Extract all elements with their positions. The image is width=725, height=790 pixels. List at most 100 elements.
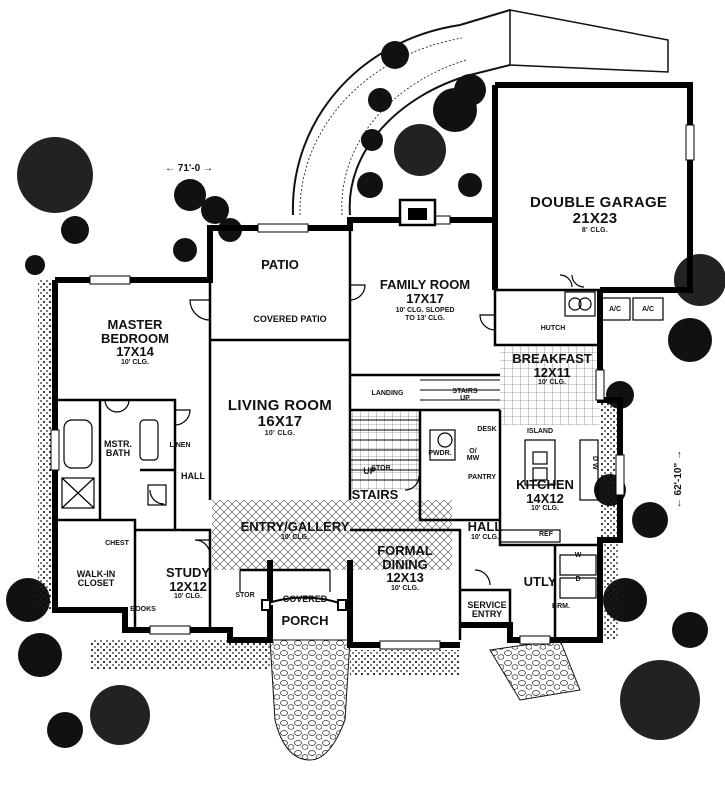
master-bath-name-2: BATH <box>105 448 131 459</box>
family-room-name: FAMILY ROOM <box>379 277 471 292</box>
double-garage-label: DOUBLE GARAGE 21X23 8' CLG. <box>530 194 668 234</box>
linen-label: LINEN <box>169 442 191 449</box>
kitchen-fixtures <box>429 429 599 599</box>
up-label: UP <box>363 466 376 476</box>
stairs-up-name-2: UP <box>460 395 470 403</box>
curved-walkway <box>291 9 511 216</box>
service-entry-name-2: ENTRY <box>471 609 503 620</box>
master-bath-name: MSTR. <box>104 439 132 449</box>
covered-porch-name: COVERED <box>282 594 328 604</box>
living-room-name: LIVING ROOM <box>227 397 333 414</box>
breakfast-ceiling: 10' CLG. <box>537 379 567 387</box>
island-label: ISLAND <box>526 428 554 435</box>
kitchen-name: KITCHEN <box>516 477 574 492</box>
stone-walkway <box>269 639 581 761</box>
living-room-ceiling: 10' CLG. <box>264 429 296 437</box>
interior-walls <box>55 228 600 640</box>
hall-east-ceiling: 10' CLG. <box>470 533 500 541</box>
entry-gallery-name: ENTRY/GALLERY <box>240 519 350 534</box>
hall-west-label: HALL <box>181 471 205 481</box>
entry-gallery-label: ENTRY/GALLERY 10' CLG. <box>225 520 365 541</box>
family-room-size: 17X17 <box>406 290 444 306</box>
fireplace <box>398 198 437 227</box>
storage-stairs-label: STOR. <box>371 465 393 472</box>
garage-equipment <box>564 291 664 321</box>
family-room-ceiling: 10' CLG. SLOPED <box>395 307 455 315</box>
driveway <box>509 9 669 73</box>
storage-study-label: STOR <box>235 592 255 599</box>
covered-porch-name-2: PORCH <box>281 613 329 629</box>
kitchen-label: KITCHEN 14X12 10' CLG. <box>500 478 590 513</box>
powder-label: PWDR. <box>428 450 452 457</box>
dishwasher-label: D W <box>591 456 598 470</box>
service-entry-name: SERVICE <box>467 600 507 610</box>
depth-dimension: ← 62'-10" → <box>673 450 684 509</box>
depth-dimension-value: 62'-10" <box>673 462 684 496</box>
walk-in-closet-name: WALK-IN <box>76 569 116 579</box>
door-swings <box>104 274 585 592</box>
covered-patio-label: COVERED PATIO <box>253 314 327 324</box>
chest-label: CHEST <box>105 540 129 547</box>
master-bath-label: MSTR. BATH <box>98 439 138 459</box>
hall-east-name: HALL <box>467 519 503 534</box>
master-bedroom-name: MASTER <box>107 317 163 332</box>
stair-lines <box>350 379 500 481</box>
oven-microwave-name-2: MW <box>466 455 480 463</box>
refrigerator-label: REF <box>539 531 553 538</box>
ac-unit-1-label: A/C <box>608 306 622 313</box>
patio-label: PATIO <box>261 257 299 272</box>
formal-dining-label: FORMAL DINING 12X13 10' CLG. <box>360 544 450 592</box>
dryer-label: D <box>575 576 581 583</box>
stairs-up-name: STAIRS <box>452 388 478 395</box>
service-entry-label: SERVICE ENTRY <box>462 600 512 620</box>
study-ceiling: 10' CLG. <box>173 593 203 601</box>
breakfast-size: 12X11 <box>533 364 571 380</box>
broom-closet-label: BRM. <box>552 603 570 610</box>
oven-microwave-label: O/ MW <box>463 448 483 463</box>
breakfast-label: BREAKFAST 12X11 10' CLG. <box>502 352 602 387</box>
formal-dining-name-2: DINING <box>382 556 428 572</box>
living-room-size: 16X17 <box>257 412 303 430</box>
study-name: STUDY <box>165 565 211 580</box>
master-bedroom-size: 17X14 <box>116 344 154 360</box>
books-label: BOOKS <box>130 606 156 613</box>
kitchen-size: 14X12 <box>526 490 564 506</box>
family-room-label: FAMILY ROOM 17X17 10' CLG. SLOPED TO 13'… <box>360 278 490 322</box>
gallery-floor-pattern <box>212 500 452 570</box>
master-bedroom-label: MASTER BEDROOM 17X14 10' CLG. <box>85 318 185 366</box>
stairs-up-label: STAIRS UP <box>450 388 480 403</box>
master-bedroom-name-2: BEDROOM <box>101 330 169 346</box>
landing-label: LANDING <box>371 390 404 397</box>
walk-in-closet-name-2: CLOSET <box>77 578 115 589</box>
ac-unit-2-label: A/C <box>641 306 655 313</box>
formal-dining-ceiling: 10' CLG. <box>390 584 420 592</box>
master-bedroom-ceiling: 10' CLG. <box>120 358 150 366</box>
kitchen-ceiling: 10' CLG. <box>530 505 560 513</box>
double-garage-ceiling: 8' CLG. <box>581 226 609 234</box>
study-label: STUDY 12X12 10' CLG. <box>148 566 228 601</box>
oven-microwave-name: O/ <box>469 448 477 455</box>
double-garage-size: 21X23 <box>572 209 618 227</box>
family-room-ceiling-2: TO 13' CLG. <box>405 314 445 322</box>
bath-fixtures <box>61 419 453 509</box>
breakfast-name: BREAKFAST <box>512 351 592 366</box>
living-room-label: LIVING ROOM 16X17 10' CLG. <box>220 398 340 437</box>
hutch-label: HUTCH <box>540 325 566 332</box>
study-size: 12X12 <box>169 578 207 594</box>
width-dimension-value: 71'-0 <box>177 163 201 174</box>
porch-columns <box>261 596 347 611</box>
double-garage-name: DOUBLE GARAGE <box>530 194 668 211</box>
formal-dining-size: 12X13 <box>386 570 424 586</box>
width-dimension: ← 71'-0 → <box>165 163 213 174</box>
hall-east-label: HALL 10' CLG. <box>455 520 515 541</box>
entry-gallery-ceiling: 10' CLG. <box>280 533 310 541</box>
breakfast-tile <box>500 345 600 425</box>
walk-in-closet-label: WALK-IN CLOSET <box>66 569 126 589</box>
covered-porch-label: COVERED PORCH <box>270 594 340 629</box>
desk-label: DESK <box>477 426 497 433</box>
stairs-label: STAIRS <box>351 487 399 502</box>
washer-label: W <box>574 552 582 559</box>
utility-label: UTLY <box>523 574 557 589</box>
hedge-borders <box>38 280 618 675</box>
